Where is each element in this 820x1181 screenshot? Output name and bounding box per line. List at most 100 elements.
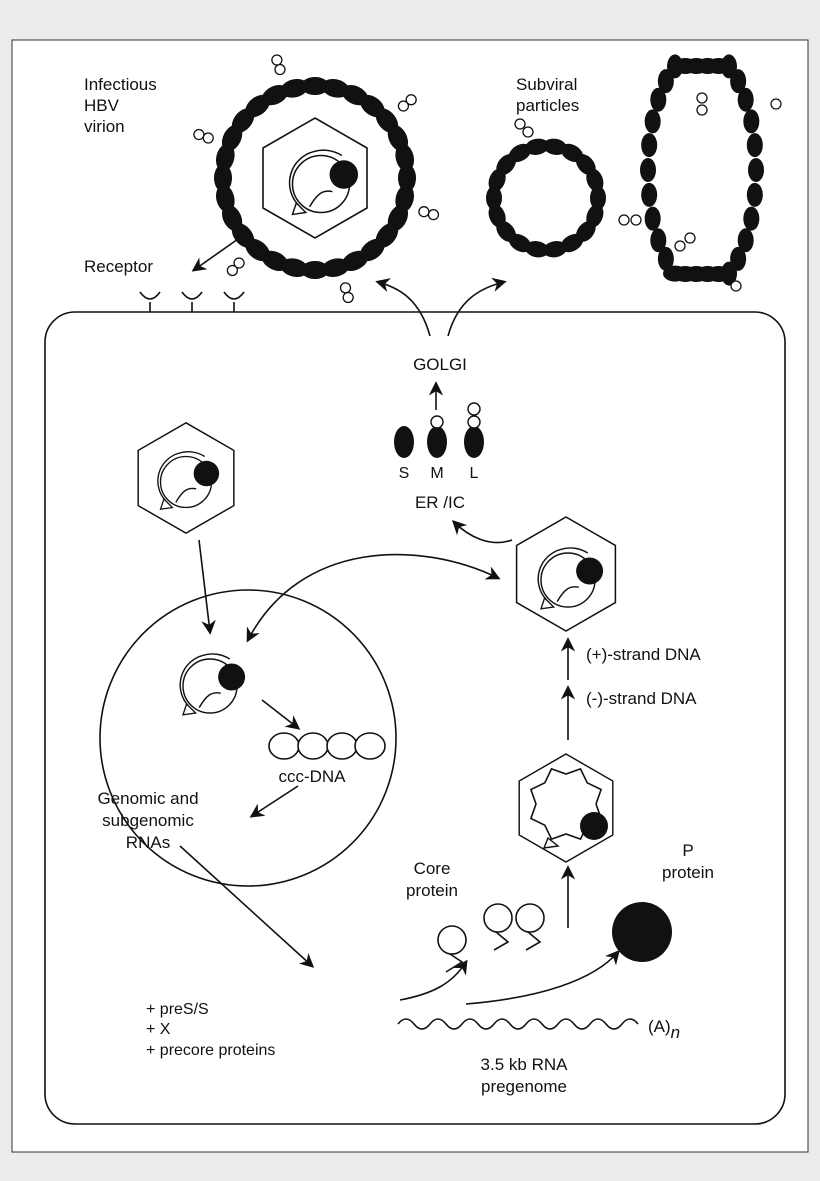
- minus-strand-label: (-)-strand DNA: [586, 689, 697, 708]
- arrow-golgi-to-virion: [375, 278, 431, 337]
- surface-knob: [522, 126, 534, 138]
- envelope-bead: [215, 184, 235, 213]
- surface-knob: [684, 232, 696, 244]
- envelope-bead: [644, 206, 661, 231]
- envelope-bead: [748, 158, 764, 182]
- m-protein: [427, 426, 447, 458]
- envelope-bead: [641, 182, 658, 207]
- surface-knob: [696, 92, 708, 104]
- arrow-to-er: [451, 519, 513, 544]
- p-label-2: protein: [662, 863, 714, 882]
- arrow-rna-to-core: [399, 959, 468, 1001]
- envelope-bead: [321, 258, 350, 278]
- cell-membrane: [44, 311, 786, 1125]
- envelope-bead: [650, 228, 667, 253]
- surface-knob: [226, 264, 239, 277]
- golgi-label: GOLGI: [413, 355, 467, 374]
- er-ic-label: ER /IC: [415, 493, 465, 512]
- surface-knob: [770, 98, 782, 110]
- surface-knob: [630, 214, 642, 226]
- genomic-label-3: RNAs: [126, 833, 170, 852]
- envelope-bead: [746, 182, 763, 207]
- surface-knob: [339, 282, 352, 294]
- envelope-bead: [641, 133, 658, 158]
- envelope-bead: [743, 206, 760, 231]
- core-protein-dimer: [483, 903, 545, 951]
- envelope-proteins: [394, 402, 484, 458]
- envelope-bead: [650, 87, 667, 112]
- subviral-sphere: [486, 118, 606, 258]
- arrow-to-cccdna: [261, 699, 301, 730]
- envelope-bead: [398, 164, 416, 192]
- envelope-bead: [730, 69, 747, 94]
- surface-knob: [696, 104, 708, 116]
- envelope-bead: [301, 261, 329, 279]
- envelope-bead: [395, 143, 415, 172]
- subviral-label-2: particles: [516, 96, 579, 115]
- arrow-cccdna-to-rna: [249, 785, 299, 818]
- subviral-label-1: Subviral: [516, 75, 577, 94]
- surface-knob: [233, 257, 245, 269]
- envelope-bead: [644, 109, 661, 134]
- surface-knob: [274, 63, 286, 76]
- x-label: + X: [146, 1021, 171, 1038]
- envelope-bead: [280, 78, 309, 98]
- core-label-2: protein: [406, 881, 458, 900]
- surface-knob: [618, 214, 630, 226]
- genomic-label-1: Genomic and: [97, 789, 198, 808]
- ccc-dna: [268, 732, 386, 760]
- immature-nucleocapsid: [518, 753, 614, 863]
- rna-pregenome: [397, 1018, 639, 1030]
- envelope-bead: [657, 246, 674, 271]
- precore-label: + precore proteins: [146, 1042, 275, 1059]
- ccc-dna-label: ccc-DNA: [278, 767, 346, 786]
- surface-knob: [730, 280, 742, 292]
- infectious-virion: [193, 54, 440, 304]
- arrow-recycling-to-nucleus: [246, 553, 501, 643]
- surface-knob: [418, 206, 430, 218]
- envelope-bead: [590, 186, 606, 210]
- virion-envelope: [193, 54, 440, 304]
- envelope-bead: [737, 228, 754, 253]
- polya-label: (A)n: [648, 1017, 680, 1042]
- surface-knob: [342, 291, 354, 304]
- s-label: S: [399, 465, 410, 482]
- subviral-filament: [618, 54, 782, 292]
- core-label-1: Core: [414, 859, 451, 878]
- surface-knob: [674, 240, 686, 252]
- arrow-capsid-to-nucleus: [198, 539, 216, 635]
- virion-label-1: Infectious: [84, 75, 157, 94]
- rna-label-2: pregenome: [481, 1077, 567, 1096]
- surface-knob: [427, 208, 440, 221]
- arrow-rna-to-p: [465, 949, 620, 1005]
- m-label: M: [430, 465, 443, 482]
- arrow-golgi-to-subviral: [447, 277, 507, 337]
- l-protein: [464, 426, 484, 458]
- pres-label: + preS/S: [146, 1001, 209, 1018]
- virion-label-2: HBV: [84, 96, 120, 115]
- surface-knob: [397, 100, 410, 112]
- envelope-bead: [525, 138, 549, 155]
- l-label: L: [470, 465, 479, 482]
- receptors: [139, 291, 245, 312]
- genomic-label-2: subgenomic: [102, 811, 194, 830]
- plus-strand-label: (+)-strand DNA: [586, 645, 701, 664]
- envelope-bead: [586, 168, 604, 192]
- s-protein: [394, 426, 414, 458]
- p-protein: [612, 902, 672, 962]
- envelope-bead: [746, 133, 763, 158]
- surface-knob: [514, 118, 526, 130]
- envelope-bead: [743, 109, 760, 134]
- surface-knob: [202, 132, 214, 144]
- arrow-rna-to-cytoplasm: [179, 845, 315, 968]
- virion-label-3: virion: [84, 117, 125, 136]
- arrow-virion-to-receptor: [191, 231, 249, 272]
- envelope-bead: [737, 87, 754, 112]
- envelope-bead: [301, 77, 329, 95]
- surface-knob: [271, 54, 283, 66]
- envelope-bead: [486, 186, 502, 210]
- envelope-bead: [543, 241, 567, 258]
- envelope-bead: [488, 204, 506, 228]
- rna-label-1: 3.5 kb RNA: [481, 1055, 569, 1074]
- p-label-1: P: [682, 841, 693, 860]
